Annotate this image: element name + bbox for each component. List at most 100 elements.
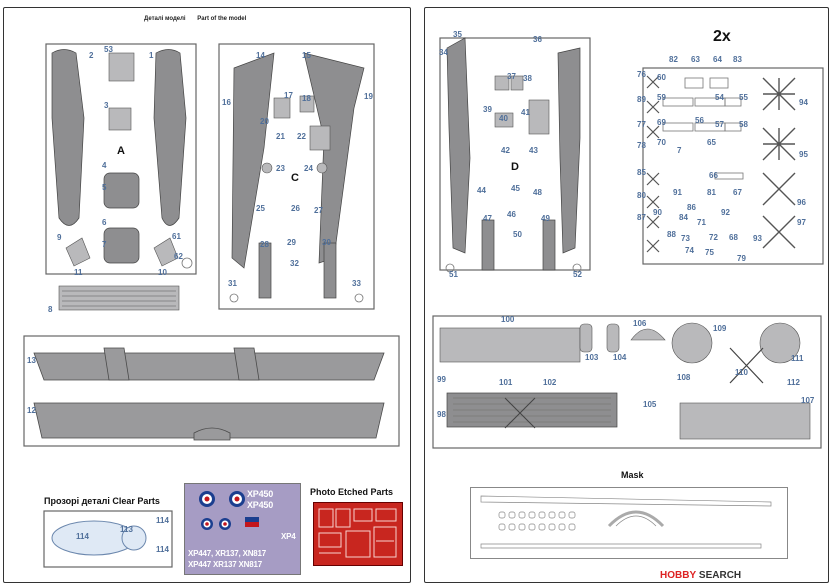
label-114-b: 114: [156, 516, 169, 525]
label-33: 33: [352, 279, 361, 288]
photo-etched-title: Photo Etched Parts: [310, 487, 394, 497]
label-41: 41: [521, 108, 530, 117]
part-107: [679, 402, 811, 440]
part-100: [439, 327, 581, 363]
label-91: 91: [673, 188, 682, 197]
part-47: [481, 219, 495, 271]
label-92: 92: [721, 208, 730, 217]
label-39: 39: [483, 105, 492, 114]
label-9: 9: [57, 233, 62, 242]
part-30: [323, 242, 337, 299]
label-16: 16: [222, 98, 231, 107]
label-18: 18: [302, 94, 311, 103]
decal-sheet: XP450 XP450 XP447, XR137, XN817 XP447 XR…: [184, 483, 301, 575]
watermark-word: SEARCH: [698, 570, 742, 581]
label-114-c: 114: [156, 545, 169, 554]
label-105: 105: [643, 400, 657, 409]
label-85: 85: [637, 168, 646, 177]
part-104: [606, 323, 620, 353]
decal-row-1: XP447, XR137, XN817: [188, 549, 267, 558]
label-111: 111: [791, 354, 804, 363]
fuselage-half-left: [51, 49, 85, 226]
label-1: 1: [149, 51, 154, 60]
label-104: 104: [613, 353, 627, 362]
label-87: 87: [637, 213, 646, 222]
label-61: 61: [172, 232, 181, 241]
label-90: 90: [653, 208, 662, 217]
part-37: [494, 75, 510, 91]
label-66: 66: [709, 171, 718, 180]
label-14: 14: [256, 51, 265, 60]
label-98: 98: [437, 410, 446, 419]
label-19: 19: [364, 92, 373, 101]
label-45: 45: [511, 184, 520, 193]
part-111: [759, 322, 801, 364]
label-63: 63: [691, 55, 700, 64]
label-107: 107: [801, 396, 815, 405]
label-50: 50: [513, 230, 522, 239]
label-37: 37: [507, 72, 516, 81]
clear-parts-title: Прозорі деталі Clear Parts: [44, 496, 160, 506]
label-46: 46: [507, 210, 516, 219]
part-14: [231, 52, 275, 269]
label-110: 110: [735, 368, 748, 377]
decal-side-1: XP4: [281, 532, 296, 541]
label-8: 8: [48, 305, 53, 314]
label-89: 89: [637, 95, 646, 104]
label-12: 12: [27, 406, 36, 415]
label-93: 93: [753, 234, 762, 243]
part-41: [528, 99, 550, 135]
label-54: 54: [715, 93, 724, 102]
label-74: 74: [685, 246, 694, 255]
label-109: 109: [713, 324, 727, 333]
label-10: 10: [158, 268, 167, 277]
part-5: [103, 172, 140, 209]
mask-sheet: [470, 487, 788, 559]
label-60: 60: [657, 73, 666, 82]
part-103: [579, 323, 593, 353]
label-36: 36: [533, 35, 542, 44]
part-38: [510, 75, 524, 91]
label-24: 24: [304, 164, 313, 173]
part-40: [494, 112, 514, 128]
wing-13: [33, 352, 385, 381]
label-112: 112: [787, 378, 800, 387]
header-ua: Деталі моделі: [144, 16, 186, 22]
sprue-small-frame: [642, 67, 824, 265]
label-6: 6: [102, 218, 107, 227]
label-52: 52: [573, 270, 582, 279]
label-38: 38: [523, 74, 532, 83]
label-80: 80: [637, 191, 646, 200]
label-95: 95: [799, 150, 808, 159]
label-94: 94: [799, 98, 808, 107]
sprue-diagrams-left: [23, 43, 400, 568]
label-64: 64: [713, 55, 722, 64]
wing-sprue-frame: [23, 335, 400, 447]
part-10: [153, 237, 179, 267]
sprue-d-frame: [439, 37, 591, 271]
label-69: 69: [657, 118, 666, 127]
label-11: 11: [74, 268, 83, 277]
label-79: 79: [737, 254, 746, 263]
label-32: 32: [290, 259, 299, 268]
part-3: [108, 107, 132, 131]
label-58: 58: [739, 120, 748, 129]
label-67: 67: [733, 188, 742, 197]
sprue-c-letter: C: [291, 172, 299, 184]
part-6: [103, 227, 140, 264]
label-27: 27: [314, 206, 323, 215]
photo-etched-fret: [313, 502, 403, 566]
label-100: 100: [501, 315, 515, 324]
part-36: [557, 47, 581, 254]
sprue-a-letter: A: [117, 145, 125, 157]
label-102: 102: [543, 378, 557, 387]
label-86: 86: [687, 203, 696, 212]
label-35: 35: [453, 30, 462, 39]
label-17: 17: [284, 91, 293, 100]
watermark-brand: HOBBY: [660, 570, 697, 581]
part-15: [303, 52, 365, 264]
label-40: 40: [499, 114, 508, 123]
label-103: 103: [585, 353, 599, 362]
label-2: 2: [89, 51, 94, 60]
sprue-d-letter: D: [511, 161, 519, 173]
